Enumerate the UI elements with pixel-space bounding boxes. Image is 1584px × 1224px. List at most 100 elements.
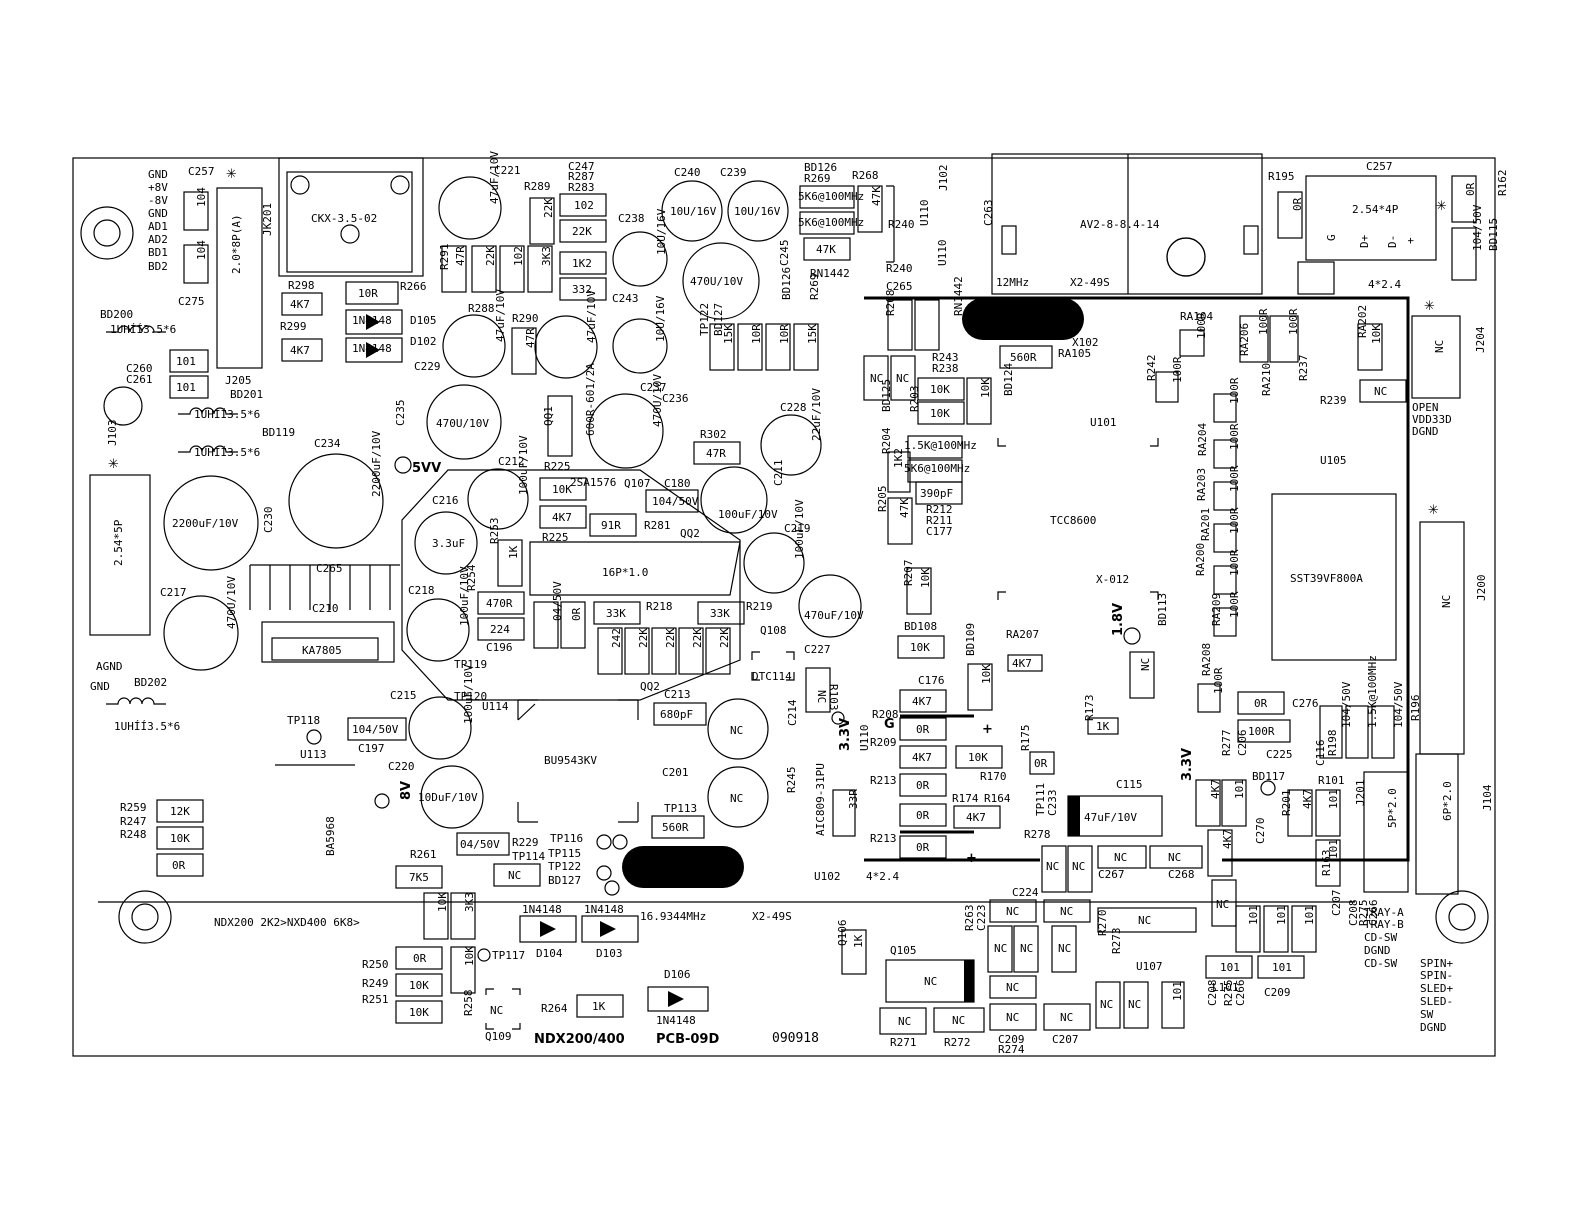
smd-cap-c183: C213 680pF QQ2 [640, 680, 707, 726]
svg-text:R302: R302 [700, 428, 727, 441]
svg-text:100uF/10V: 100uF/10V [458, 566, 471, 626]
svg-text:RN1442: RN1442 [810, 267, 850, 280]
inductor-bd200: BD200 1UHÍÍ3.5*6 [100, 308, 176, 336]
svg-text:10K: 10K [1370, 324, 1383, 344]
svg-text:C237: C237 [640, 381, 667, 394]
svg-text:1K: 1K [1096, 720, 1110, 733]
svg-text:1K: 1K [507, 545, 520, 559]
svg-text:1UHÍÍ3.5*6: 1UHÍÍ3.5*6 [194, 446, 260, 459]
heatsink-qq1: C230 C265 C210 KA7805 [249, 507, 400, 663]
svg-text:R195: R195 [1268, 170, 1295, 183]
svg-text:SPIN-: SPIN- [1420, 969, 1453, 982]
svg-text:C216: C216 [432, 494, 459, 507]
svg-text:U110: U110 [936, 240, 949, 267]
inductor-block: Q106 1K Q105 NC R263 C223 NC R271 NC R27… [836, 905, 988, 1050]
svg-text:CD-SW: CD-SW [1364, 957, 1397, 970]
svg-text:BD119: BD119 [262, 426, 295, 439]
svg-text:SLED+: SLED+ [1420, 982, 1453, 995]
svg-text:R203: R203 [908, 386, 921, 413]
test-point [374, 793, 390, 809]
electrolytic-capacitor: 2200uF/10V [163, 475, 259, 571]
svg-text:2SA1576: 2SA1576 [570, 476, 616, 489]
svg-text:12MHz: 12MHz [996, 276, 1029, 289]
svg-text:680pF: 680pF [660, 708, 693, 721]
svg-text:NC: NC [1006, 981, 1019, 994]
svg-text:NC: NC [1006, 1011, 1019, 1024]
svg-text:22K: 22K [572, 225, 592, 238]
value-label: 4*2.4 [1368, 278, 1401, 291]
smd-cap-c197: 104/50V C197 [347, 717, 407, 755]
svg-text:J102: J102 [937, 165, 950, 192]
resistor-r242 [999, 345, 1053, 369]
svg-text:C219: C219 [784, 522, 811, 535]
electrolytic-capacitor: C240 10U/16V [661, 166, 723, 242]
svg-text:R196: R196 [1409, 695, 1422, 722]
svg-text:TP118: TP118 [287, 714, 320, 727]
svg-text:C177: C177 [926, 525, 953, 538]
chip-label: TCC8600 [1050, 514, 1096, 527]
smd-cap [183, 191, 209, 231]
svg-text:BD200: BD200 [100, 308, 133, 321]
svg-text:BD126: BD126 [780, 267, 793, 300]
svg-text:TP111: TP111 [1034, 783, 1047, 816]
svg-text:C201: C201 [662, 766, 689, 779]
svg-text:RA208: RA208 [1200, 643, 1213, 676]
svg-text:104/50V: 104/50V [1340, 681, 1353, 728]
svg-text:R174: R174 [952, 792, 979, 805]
jack-jk201 [278, 157, 424, 277]
svg-text:100R: 100R [1287, 308, 1300, 335]
svg-text:BD201: BD201 [230, 388, 263, 401]
svg-text:R204: R204 [880, 427, 893, 454]
diode-d103: 1N4148 D103 [581, 903, 639, 960]
svg-text:4K7: 4K7 [1221, 829, 1234, 849]
svg-text:470R: 470R [486, 597, 513, 610]
svg-text:47K: 47K [816, 243, 836, 256]
svg-text:R213: R213 [870, 774, 897, 787]
svg-text:BD127: BD127 [712, 303, 725, 336]
bead-bd203: QQ1 600R-601/2A [542, 363, 597, 457]
svg-text:R239: R239 [1320, 394, 1347, 407]
svg-text:C265: C265 [316, 562, 343, 575]
crystal-part: X2-49S [752, 910, 792, 923]
svg-text:OPEN: OPEN [1412, 401, 1439, 414]
svg-text:100R: 100R [1248, 725, 1275, 738]
svg-text:2200uF/10V: 2200uF/10V [172, 517, 239, 530]
chip-label: U101 [1090, 416, 1117, 429]
svg-text:RA210: RA210 [1260, 363, 1273, 396]
svg-text:102: 102 [574, 199, 594, 212]
svg-text:NC: NC [1114, 851, 1127, 864]
svg-text:R268: R268 [852, 169, 879, 182]
svg-text:12K: 12K [170, 805, 190, 818]
crystal-frequency: 16.9344MHz [640, 910, 706, 923]
electrolytic-capacitor: 10U/16V [612, 295, 668, 374]
left-header-pin-labels: GND +8V -8V GND AD1 AD2 BD1 BD2 [148, 168, 168, 273]
svg-text:NC: NC [1058, 942, 1071, 955]
svg-text:10K: 10K [409, 979, 429, 992]
diode-d106: D106 1N4148 [647, 968, 709, 1027]
svg-text:Q107: Q107 [624, 477, 651, 490]
svg-text:101: 101 [1275, 905, 1288, 925]
svg-text:X2-49S: X2-49S [1070, 276, 1110, 289]
svg-text:AD1: AD1 [148, 220, 168, 233]
svg-text:GND: GND [148, 207, 168, 220]
svg-text:0R: 0R [916, 779, 930, 792]
svg-text:R290: R290 [512, 312, 539, 325]
svg-text:NC: NC [898, 1015, 911, 1028]
svg-text:470uF/10V: 470uF/10V [804, 609, 864, 622]
svg-text:NC: NC [1046, 860, 1059, 873]
svg-text:C235: C235 [394, 400, 407, 427]
svg-text:R208: R208 [872, 708, 899, 721]
svg-text:10K: 10K [552, 483, 572, 496]
svg-text:C247: C247 [568, 160, 595, 173]
svg-text:NC: NC [1139, 658, 1152, 671]
svg-text:0R: 0R [916, 723, 930, 736]
svg-text:10R: 10R [778, 324, 791, 344]
svg-text:C240: C240 [674, 166, 701, 179]
test-point-tp117: TP117 [477, 948, 525, 962]
svg-text:C276: C276 [1292, 697, 1319, 710]
svg-text:47K: 47K [870, 186, 883, 206]
ref-label: J205 [225, 374, 252, 387]
svg-text:10K: 10K [979, 378, 992, 398]
svg-text:0R: 0R [570, 607, 583, 621]
svg-text:D103: D103 [596, 947, 623, 960]
